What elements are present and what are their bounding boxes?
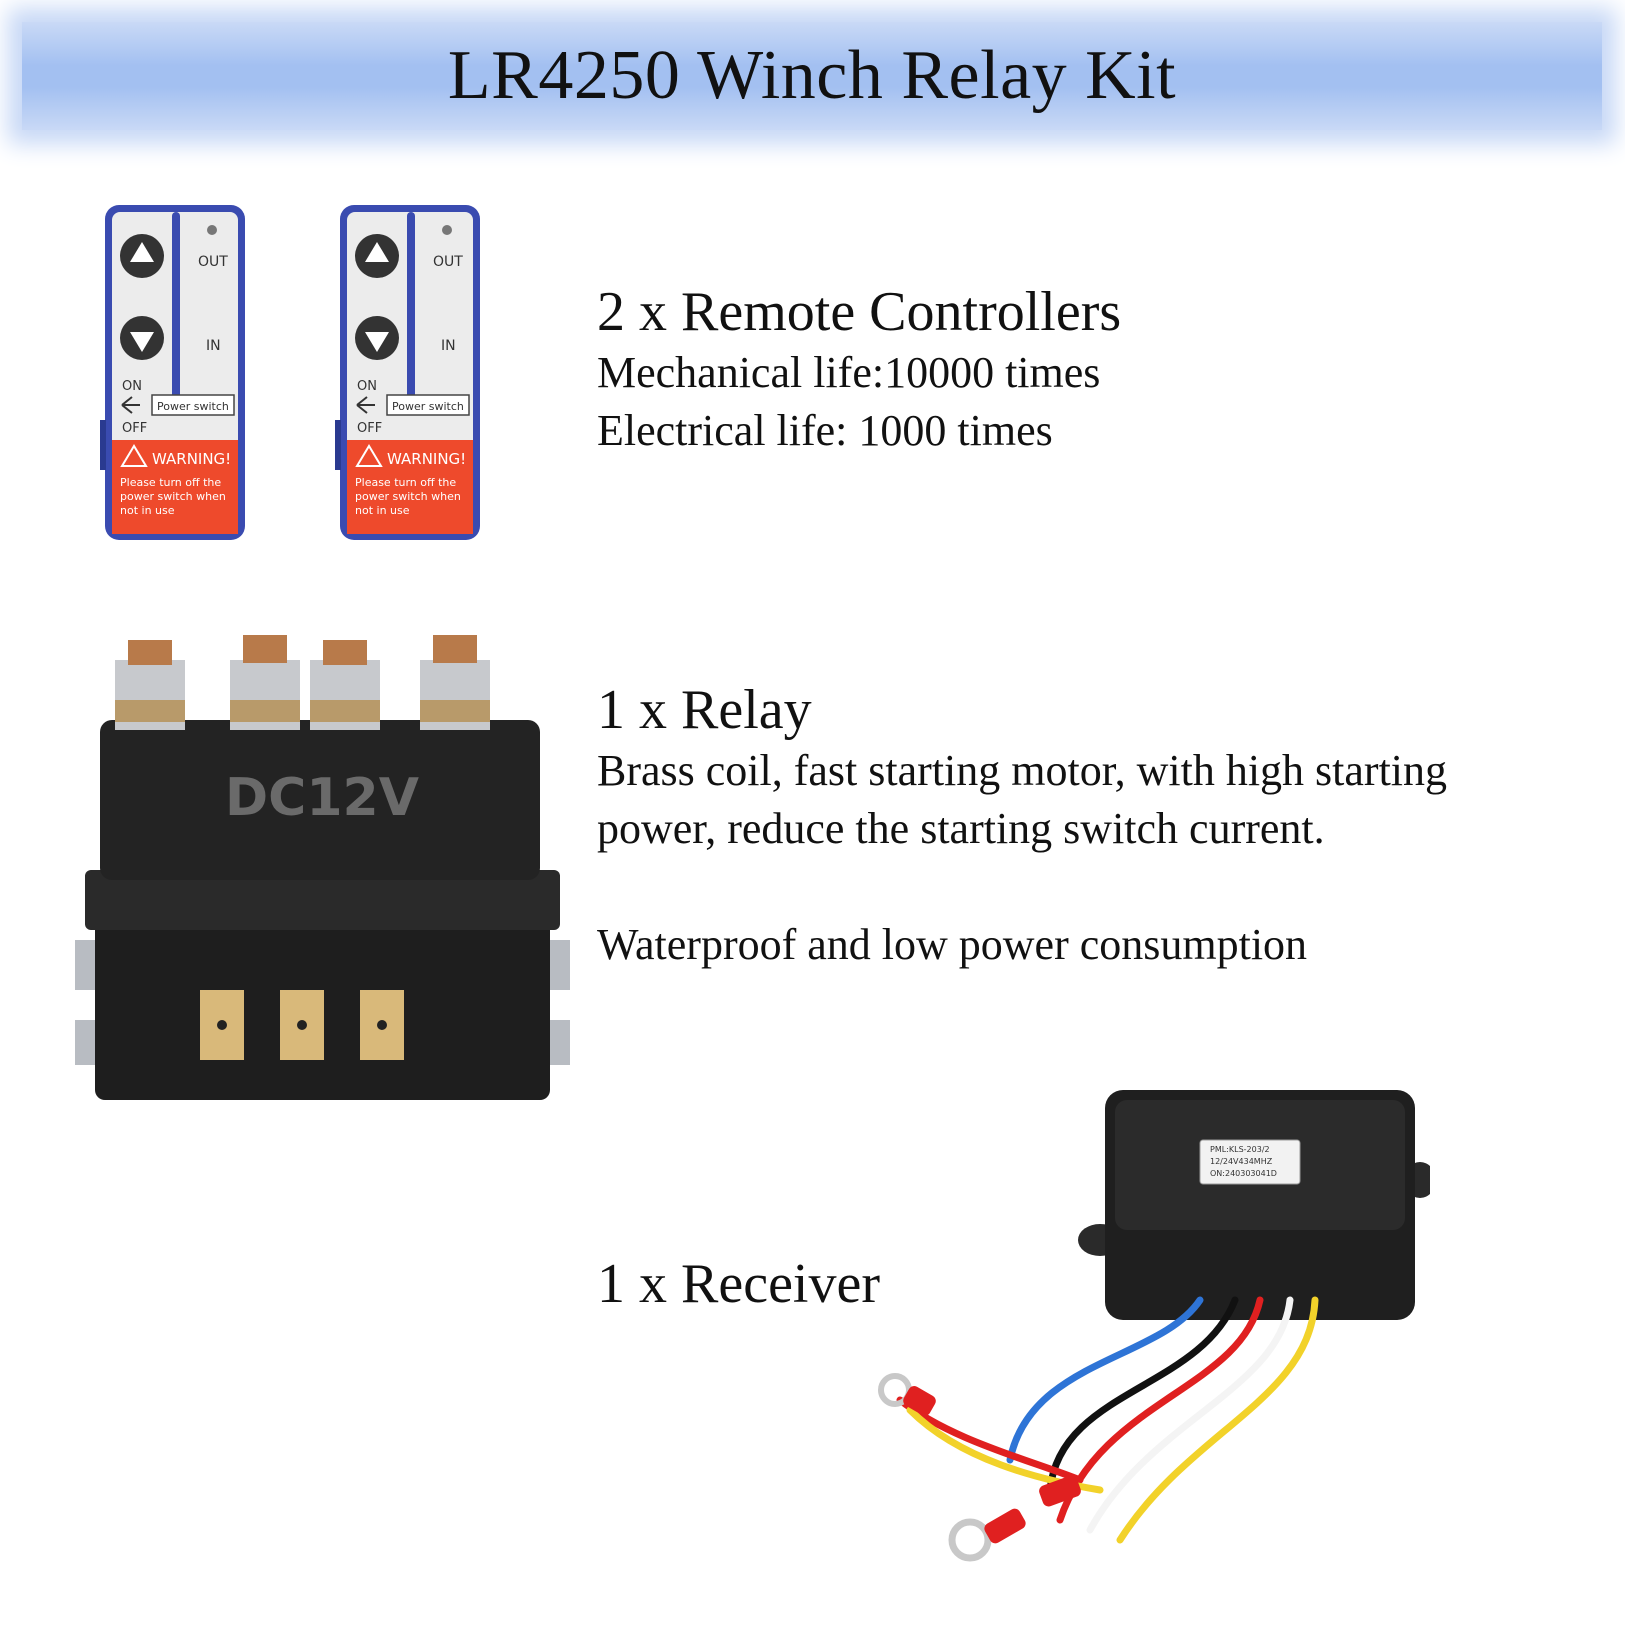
relay-description: 1 x Relay Brass coil, fast starting moto… — [597, 678, 1447, 974]
relay-image: DC12V — [75, 635, 570, 1100]
receiver-image: PML:KLS-203/2 12/24V434MHZ ON:240303041D — [878, 1090, 1430, 1562]
receiver-label-2: 12/24V434MHZ — [1210, 1157, 1273, 1166]
remotes-line-2: Electrical life: 1000 times — [597, 406, 1053, 455]
receiver-label-3: ON:240303041D — [1210, 1169, 1277, 1178]
warning-text-2: power switch when — [120, 490, 226, 503]
page-title: LR4250 Winch Relay Kit — [447, 37, 1177, 114]
relay-voltage-label: DC12V — [225, 768, 419, 828]
receiver-description: 1 x Receiver — [597, 1252, 880, 1316]
receiver-heading: 1 x Receiver — [597, 1253, 880, 1315]
warning-label-2: WARNING! — [387, 450, 466, 468]
relay-line-2: power, reduce the starting switch curren… — [597, 804, 1325, 853]
warning-text-2b: power switch when — [355, 490, 461, 503]
warning-text-1b: Please turn off the — [355, 476, 456, 489]
remote-controllers-image: OUT IN ON OFF Power switch WARNING! Plea… — [100, 204, 481, 541]
warning-text-1: Please turn off the — [120, 476, 221, 489]
relay-extra: Waterproof and low power consumption — [597, 920, 1308, 969]
remotes-description: 2 x Remote Controllers Mechanical life:1… — [597, 280, 1121, 460]
warning-text-3: not in use — [120, 504, 175, 517]
power-switch-label-2: Power switch — [392, 400, 464, 413]
in-label-2: IN — [441, 338, 456, 354]
title-banner: LR4250 Winch Relay Kit — [22, 22, 1602, 130]
on-label: ON — [122, 379, 142, 394]
power-switch-label: Power switch — [157, 400, 229, 413]
on-label-2: ON — [357, 379, 377, 394]
warning-label: WARNING! — [152, 450, 231, 468]
off-label: OFF — [122, 421, 147, 436]
relay-line-1: Brass coil, fast starting motor, with hi… — [597, 746, 1448, 795]
off-label-2: OFF — [357, 421, 382, 436]
remotes-line-1: Mechanical life:10000 times — [597, 348, 1101, 397]
remotes-heading: 2 x Remote Controllers — [597, 281, 1122, 343]
receiver-label-1: PML:KLS-203/2 — [1210, 1145, 1270, 1154]
out-label: OUT — [198, 254, 228, 270]
out-label-2: OUT — [433, 254, 463, 270]
in-label: IN — [206, 338, 221, 354]
warning-text-3b: not in use — [355, 504, 410, 517]
relay-heading: 1 x Relay — [597, 679, 812, 741]
